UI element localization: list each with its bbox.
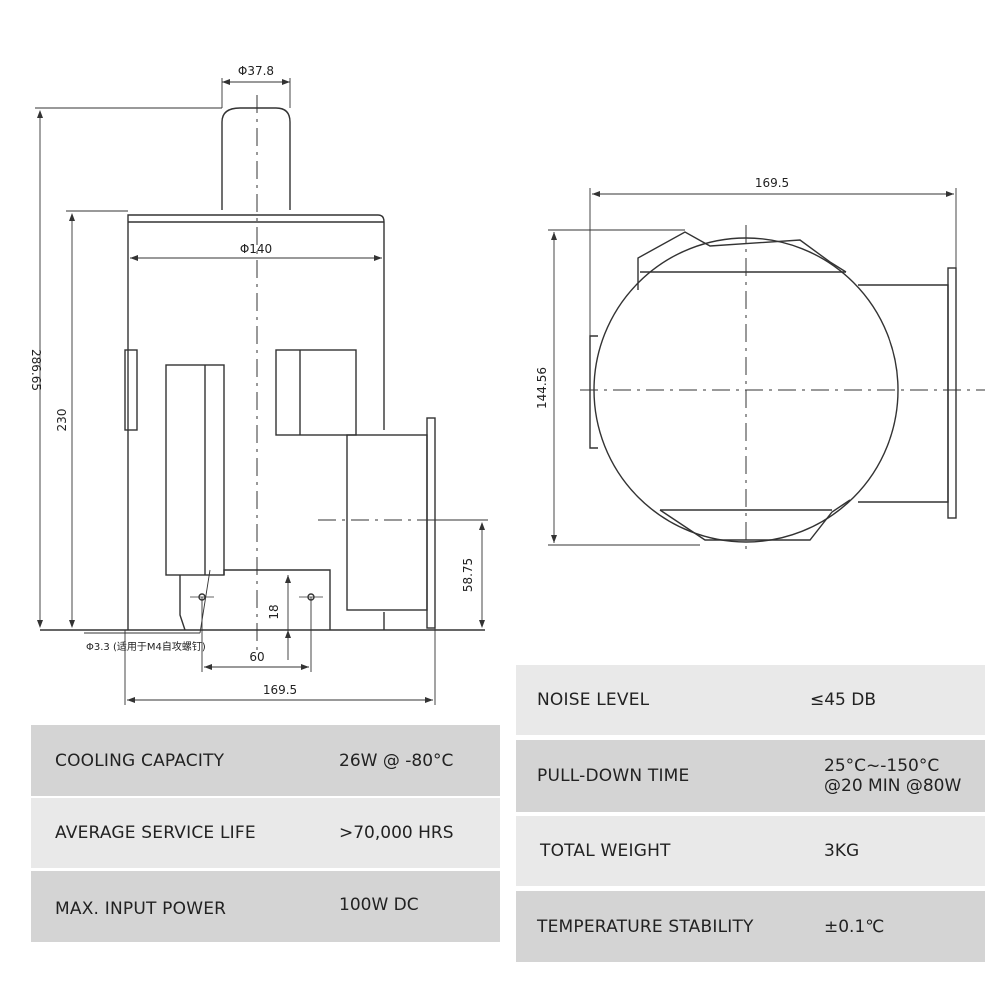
spec-value: >70,000 HRS xyxy=(339,823,454,843)
spec-value: ±0.1℃ xyxy=(824,916,885,937)
side-view-dimensions xyxy=(548,188,957,546)
spec-row-pull-down-time: PULL-DOWN TIME 25°C~-150°C @20 MIN @80W xyxy=(516,740,985,812)
dim-body-height: 230 xyxy=(55,409,69,432)
spec-value: 3KG xyxy=(824,841,860,861)
front-arrowheads xyxy=(37,79,485,703)
spec-value: 25°C~-150°C @20 MIN @80W xyxy=(824,756,961,796)
spec-table-left: COOLING CAPACITY 26W @ -80°C AVERAGE SER… xyxy=(31,725,500,942)
spec-value-line: 25°C~-150°C xyxy=(824,756,940,776)
front-view-dimensions xyxy=(35,78,488,705)
spec-label: COOLING CAPACITY xyxy=(55,750,225,771)
spec-label: MAX. INPUT POWER xyxy=(55,899,227,919)
spec-value: ≤45 DB xyxy=(810,690,877,710)
dim-side-width: 169.5 xyxy=(755,176,789,190)
spec-value: 100W DC xyxy=(339,895,419,915)
spec-label: TEMPERATURE STABILITY xyxy=(537,916,754,937)
hole-note: Φ3.3 (适用于M4自攻螺钉) xyxy=(86,640,206,653)
spec-row-input-power: MAX. INPUT POWER 100W DC xyxy=(31,871,500,942)
dim-small-18: 18 xyxy=(267,604,281,619)
technical-drawing: Φ37.8 Φ140 286.65 230 58.75 18 60 169.5 … xyxy=(29,64,985,705)
spec-row-total-weight: TOTAL WEIGHT 3KG xyxy=(516,816,985,886)
spec-value-line: @20 MIN @80W xyxy=(824,776,962,796)
spec-row-temperature-stability: TEMPERATURE STABILITY ±0.1℃ xyxy=(516,891,985,962)
spec-value: 26W @ -80°C xyxy=(339,750,454,771)
spec-table-right: NOISE LEVEL ≤45 DB PULL-DOWN TIME 25°C~-… xyxy=(516,665,985,962)
spec-row-noise-level: NOISE LEVEL ≤45 DB xyxy=(516,665,985,735)
dim-side-height: 144.56 xyxy=(535,367,549,409)
dim-flange-height: 58.75 xyxy=(461,558,475,592)
spec-label: NOISE LEVEL xyxy=(537,690,650,710)
dim-top-diameter: Φ37.8 xyxy=(238,64,274,78)
spec-row-cooling-capacity: COOLING CAPACITY 26W @ -80°C xyxy=(31,725,500,796)
spec-label: PULL-DOWN TIME xyxy=(537,766,690,786)
front-view xyxy=(40,95,485,650)
spec-label: AVERAGE SERVICE LIFE xyxy=(55,823,256,843)
dim-total-height: 286.65 xyxy=(29,349,43,391)
side-view xyxy=(580,225,985,555)
dim-body-diameter: Φ140 xyxy=(240,242,272,256)
dim-front-width: 169.5 xyxy=(263,683,297,697)
spec-label: TOTAL WEIGHT xyxy=(540,841,671,861)
dim-base-60: 60 xyxy=(249,650,264,664)
side-arrowheads xyxy=(551,191,954,543)
spec-row-service-life: AVERAGE SERVICE LIFE >70,000 HRS xyxy=(31,798,500,868)
